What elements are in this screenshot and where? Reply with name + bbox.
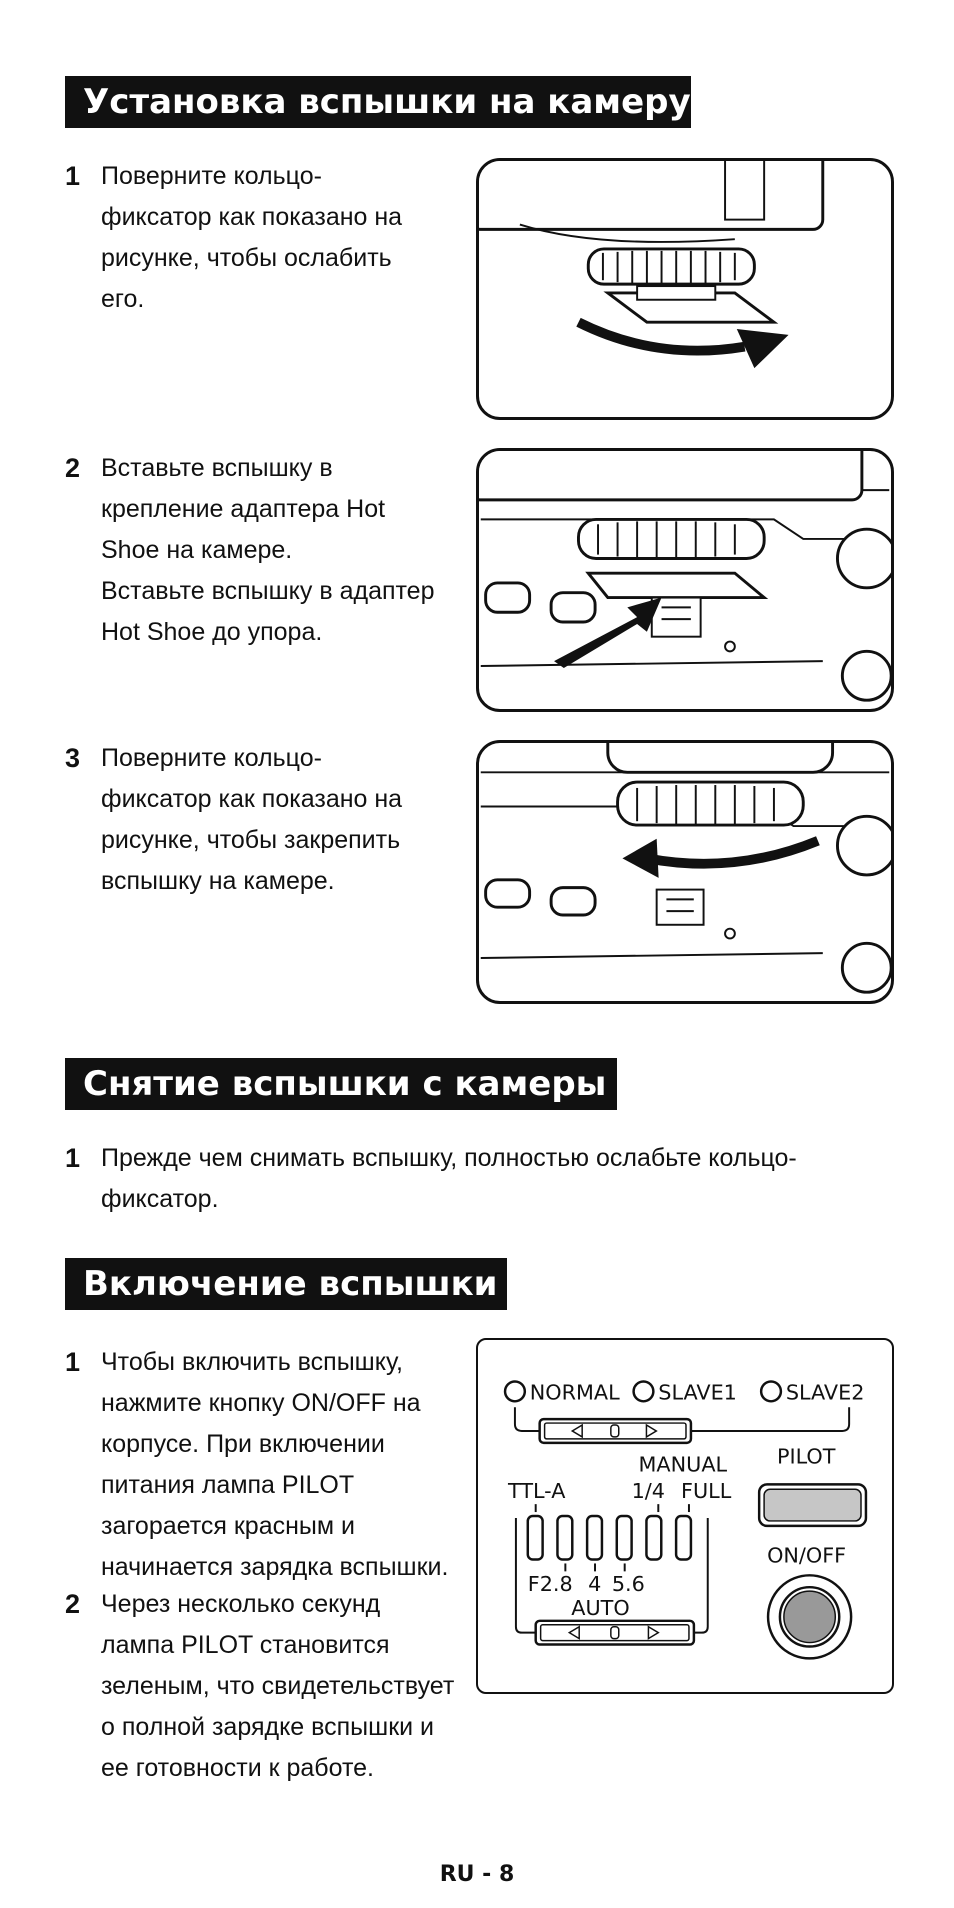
normal-indicator-icon — [503, 1380, 527, 1403]
mode-slider[interactable] — [538, 1417, 693, 1445]
aperture-56-label: 5.6 — [612, 1572, 645, 1596]
step-text: Поверните кольцо- фиксатор как показано … — [101, 162, 403, 313]
full-label: FULL — [681, 1479, 732, 1503]
page-number: RU - 8 — [439, 1862, 515, 1887]
level-led — [615, 1514, 633, 1561]
control-panel-drawing: NORMAL SLAVE1 SLAVE2 PILOT — [503, 1380, 868, 1660]
manual-label: MANUAL — [639, 1453, 728, 1477]
step-number: 3 — [65, 743, 81, 773]
slave2-indicator-icon — [759, 1380, 783, 1403]
step-text: Вставьте вспышку в крепление адаптера Ho… — [101, 454, 435, 646]
mode-normal-label: NORMAL — [530, 1380, 620, 1404]
section-title-remove: Снятие вспышки с камеры — [65, 1058, 617, 1110]
illustration-loosen-ring — [476, 158, 894, 420]
loosen-ring-drawing — [479, 161, 825, 369]
control-panel-diagram: NORMAL SLAVE1 SLAVE2 PILOT — [476, 1338, 894, 1694]
onoff-button[interactable] — [766, 1574, 853, 1660]
level-led — [526, 1514, 544, 1561]
level-led — [645, 1514, 663, 1561]
aperture-f28-label: F2.8 — [528, 1572, 573, 1596]
section-title-install: Установка вспышки на камеру — [65, 76, 691, 128]
step-text: Через несколько секунд лампа PILOT стано… — [101, 1590, 455, 1782]
step-text: Чтобы включить вспышку, нажмите кнопку O… — [101, 1348, 449, 1581]
pilot-label: PILOT — [777, 1445, 836, 1469]
insert-flash-drawing — [479, 451, 891, 702]
step-number: 1 — [65, 1347, 81, 1377]
section-title-power: Включение вспышки — [65, 1258, 507, 1310]
quarter-label: 1/4 — [632, 1479, 665, 1503]
level-led — [556, 1514, 574, 1561]
illustration-insert-flash — [476, 448, 894, 712]
ttl-label: TTL-A — [507, 1479, 566, 1503]
level-indicators — [526, 1514, 693, 1561]
slave1-indicator-icon — [632, 1380, 655, 1403]
level-led — [674, 1514, 693, 1561]
step-text: Прежде чем снимать вспышку, полностью ос… — [101, 1144, 797, 1213]
aperture-4-label: 4 — [588, 1572, 601, 1596]
step-number: 1 — [65, 161, 81, 191]
onoff-label: ON/OFF — [767, 1543, 846, 1567]
auto-label: AUTO — [571, 1596, 629, 1620]
step-number: 2 — [65, 1589, 81, 1619]
step-text: Поверните кольцо- фиксатор как показано … — [101, 744, 403, 895]
level-led — [585, 1514, 604, 1561]
step-number: 1 — [65, 1143, 81, 1173]
mode-slave2-label: SLAVE2 — [786, 1380, 865, 1404]
level-slider[interactable] — [534, 1619, 696, 1646]
illustration-tighten-ring — [476, 740, 894, 1004]
tighten-ring-drawing — [480, 743, 891, 994]
pilot-lamp — [757, 1483, 868, 1528]
step-number: 2 — [65, 453, 81, 483]
mode-slave1-label: SLAVE1 — [658, 1380, 737, 1404]
